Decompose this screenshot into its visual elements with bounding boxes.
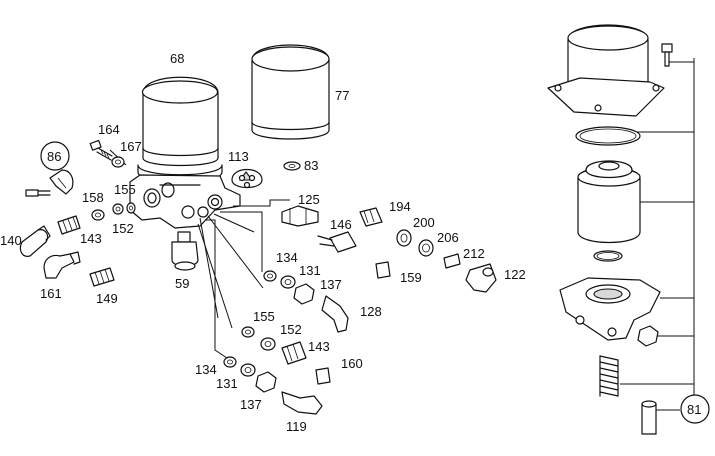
label-81: 81 [687, 402, 701, 417]
ring-206[interactable] [418, 239, 434, 257]
label-155b: 155 [253, 309, 275, 324]
elbow-161[interactable] [43, 251, 81, 279]
fitting-194[interactable] [359, 207, 383, 227]
washer-158[interactable] [91, 209, 105, 221]
callout-labels: 68 77 86 164 167 113 83 158 155 143 152 … [0, 51, 701, 434]
label-206: 206 [437, 230, 459, 245]
plug-159[interactable] [375, 261, 391, 279]
label-125: 125 [298, 192, 320, 207]
label-158: 158 [82, 190, 104, 205]
label-140: 140 [0, 233, 22, 248]
right-assembly [547, 24, 710, 435]
washer-155b[interactable] [241, 326, 255, 338]
label-86: 86 [47, 149, 61, 164]
washer-167[interactable] [111, 156, 125, 168]
washer-134b[interactable] [223, 356, 237, 368]
label-122: 122 [504, 267, 526, 282]
valve-housing[interactable] [129, 164, 241, 229]
label-131a: 131 [299, 263, 321, 278]
label-83: 83 [304, 158, 318, 173]
filter-cartridge-68[interactable] [141, 76, 219, 167]
plug-160[interactable] [315, 367, 331, 385]
washer-152b[interactable] [260, 337, 276, 351]
fitting-212[interactable] [443, 253, 461, 269]
elbow-128[interactable] [321, 295, 349, 333]
fitting-149[interactable] [89, 267, 115, 287]
bolt-164[interactable] [89, 139, 113, 161]
elbow-122[interactable] [465, 263, 497, 293]
label-152a: 152 [112, 221, 134, 236]
nut-137a[interactable] [293, 283, 315, 305]
desiccant-canister[interactable] [577, 160, 641, 244]
label-212: 212 [463, 246, 485, 261]
label-134a: 134 [276, 250, 298, 265]
label-143a: 143 [80, 231, 102, 246]
label-119: 119 [286, 419, 307, 434]
label-137a: 137 [320, 277, 342, 292]
label-59: 59 [175, 276, 189, 291]
washer-83[interactable] [283, 161, 301, 171]
elbow-119[interactable] [281, 391, 323, 415]
nut-137b[interactable] [255, 371, 277, 393]
elbow-140[interactable] [19, 225, 51, 257]
base-housing[interactable] [559, 277, 661, 341]
bolt-top-right[interactable] [661, 43, 673, 67]
label-137b: 137 [240, 397, 262, 412]
label-149: 149 [96, 291, 118, 306]
label-68: 68 [170, 51, 184, 66]
label-164: 164 [98, 122, 120, 137]
label-134b: 134 [195, 362, 217, 377]
label-146: 146 [330, 217, 352, 232]
label-155a: 155 [114, 182, 136, 197]
tee-125[interactable] [281, 205, 319, 227]
clip-86[interactable] [25, 169, 74, 197]
washer-152a[interactable] [126, 202, 136, 214]
label-161: 161 [40, 286, 62, 301]
nut-right[interactable] [637, 325, 659, 347]
label-167: 167 [120, 139, 142, 154]
leader-lines-left [109, 149, 290, 361]
label-128: 128 [360, 304, 382, 319]
label-131b: 131 [216, 376, 238, 391]
sleeve-81[interactable] [641, 400, 657, 435]
washer-155a[interactable] [112, 203, 124, 215]
o-ring-large[interactable] [575, 126, 641, 146]
label-143b: 143 [308, 339, 330, 354]
cap-113[interactable] [231, 168, 263, 189]
label-113: 113 [228, 149, 249, 164]
label-200: 200 [413, 215, 435, 230]
label-152b: 152 [280, 322, 302, 337]
washer-134a[interactable] [263, 270, 277, 282]
label-194: 194 [389, 199, 411, 214]
washer-131a[interactable] [280, 275, 296, 289]
label-77: 77 [335, 88, 349, 103]
bushing-200[interactable] [396, 229, 412, 247]
filter-cartridge-77[interactable] [251, 44, 330, 140]
fitting-143b[interactable] [281, 341, 307, 365]
label-160: 160 [341, 356, 363, 371]
spring[interactable] [599, 355, 619, 397]
valve-59[interactable] [171, 231, 199, 271]
callout-ring-81 [680, 394, 710, 424]
fitting-143a[interactable] [57, 215, 81, 235]
washer-131b[interactable] [240, 363, 256, 377]
dryer-cartridge[interactable] [547, 24, 665, 117]
label-159: 159 [400, 270, 422, 285]
fitting-146[interactable] [317, 231, 357, 253]
callout-ring-86 [40, 141, 70, 171]
